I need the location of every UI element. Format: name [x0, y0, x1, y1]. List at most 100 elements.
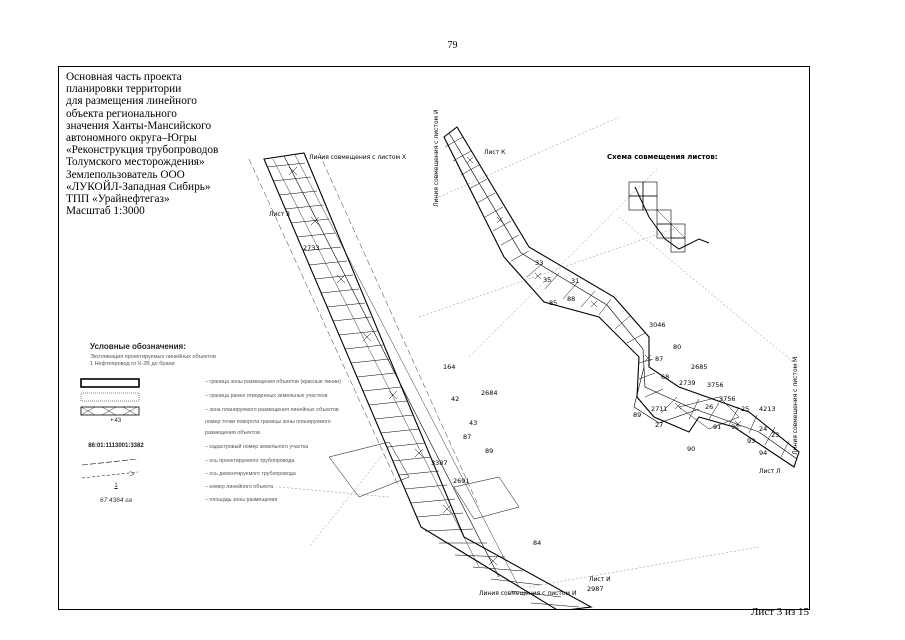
legend-explication: Экспликация проектируемых линейных объек… [90, 354, 216, 368]
title-line: для размещения линейного [66, 95, 197, 108]
match-line-m-label: Линия совмещения с листом М [792, 357, 799, 455]
dismantled-axis-symbol [81, 470, 139, 479]
plan-number: 3046 [649, 321, 666, 329]
sheet-3-label: Лист 3 [269, 211, 290, 218]
main-corridor-hatching [266, 162, 580, 608]
plan-number: 89 [485, 447, 493, 455]
plan-number: 35 [543, 276, 551, 284]
title-line: ТПП «Урайнефтегаз» [66, 193, 170, 206]
plan-number: 33 [535, 259, 543, 267]
match-line-x-label: Линия совмещения с листом Х [309, 154, 406, 161]
plan-number: 27 [655, 421, 663, 429]
plan-number: 89 [633, 411, 641, 419]
legend-heading: Условные обозначения: [90, 342, 186, 351]
legend-item-red-lines: – граница зоны размещения объектов (крас… [60, 378, 380, 388]
plan-number: 94 [759, 449, 767, 457]
legend-item-text: размещения объектов [205, 430, 260, 436]
title-line: Толумского месторождения» [66, 156, 205, 169]
legend-item-text: – граница ранее отведенных земельных уча… [205, 393, 328, 399]
plan-number: 31 [571, 277, 579, 285]
match-line-i-top-label: Линия совмещения с листом И [433, 110, 440, 207]
plan-number: 87 [463, 433, 471, 441]
legend-item-text: – номер линейного объекта [205, 484, 274, 490]
title-line: объекта регионального [66, 107, 177, 120]
legend-item-object-number: 1 – номер линейного объекта [60, 483, 380, 493]
plan-number: 164 [443, 363, 455, 371]
plan-number: 42 [451, 395, 459, 403]
plan-number: 3756 [707, 381, 724, 389]
plan-number: 87 [655, 355, 663, 363]
guide-lines [278, 116, 800, 588]
upper-corridor-hatching [444, 136, 790, 458]
turn-point-symbol: • 43 [110, 418, 122, 424]
title-line: планировки территории [66, 83, 182, 96]
legend-explication-line: 1 Нефтепровод от К-2В до брани [90, 361, 175, 367]
legend-item-text: – ось демонтируемого трубопровода [205, 471, 296, 477]
hatched-zone-symbol [80, 406, 140, 416]
plan-number: 92 [731, 423, 739, 431]
plan-number: 91 [713, 423, 721, 431]
upper-corridor [443, 126, 800, 468]
thick-border-symbol [80, 378, 140, 388]
plan-number: 90 [687, 445, 695, 453]
object-number-sample: 1 [114, 483, 118, 489]
legend-item-turn-point: • 43 номер точки поворота границы зоны п… [60, 418, 380, 428]
plan-number: 2733 [303, 244, 320, 252]
plan-number: 2684 [481, 389, 498, 397]
plan-number: 88 [567, 295, 575, 303]
sheet-counter: Лист 3 из 15 [750, 606, 809, 618]
plan-number: 2987 [587, 585, 604, 593]
plan-number: 3387 [431, 459, 448, 467]
plan-number: 2685 [691, 363, 708, 371]
matching-scheme [628, 181, 710, 253]
plan-number: 23 [771, 431, 779, 439]
scale-label: Масштаб 1:3000 [66, 205, 145, 218]
title-line: Землепользователь ООО [66, 168, 185, 181]
plan-number: 43 [469, 419, 477, 427]
plan-number: 84 [533, 539, 541, 547]
legend-explication-line: Экспликация проектируемых линейных объек… [90, 354, 216, 360]
sheet-frame: Линия совмещения с листом Х Линия совмещ… [58, 66, 810, 610]
projected-axis-symbol [81, 458, 139, 466]
legend-item-text: номер точки поворота границы зоны планир… [205, 419, 331, 425]
plan-number: 26 [705, 403, 713, 411]
title-line: «Реконструкция трубопроводов [66, 144, 219, 157]
thin-border-symbol [80, 392, 140, 402]
legend-item-text: – площадь зоны размещения [205, 497, 278, 503]
legend-item-dismantled-axis: – ось демонтируемого трубопровода [60, 470, 380, 480]
legend-item-area: 67 4364 га – площадь зоны размещения [60, 496, 380, 506]
plan-number: 85 [549, 299, 557, 307]
title-line: «ЛУКОЙЛ-Западная Сибирь» [66, 180, 211, 193]
legend-item-projected-axis: – ось проектируемого трубопровода [60, 457, 380, 467]
upper-corridor-crosses [466, 156, 742, 428]
plan-number: 3756 [719, 395, 736, 403]
main-corridor-crosses [288, 166, 498, 566]
area-sample: 67 4364 га [99, 497, 133, 504]
sheet-l-label: Лист Л [759, 468, 781, 475]
legend-item-text: – зона планируемого размещения линейных … [205, 407, 339, 413]
legend-item-cadastral: 86:01:1113001:3382 – кадастровый номер з… [60, 443, 380, 453]
page-number: 79 [447, 40, 458, 51]
plan-number: 80 [673, 343, 681, 351]
plan-number: 25 [741, 405, 749, 413]
plan-drawing: Линия совмещения с листом Х Линия совмещ… [248, 110, 800, 609]
sheet-i-label: Лист И [589, 576, 611, 583]
plan-number: 2691 [453, 477, 470, 485]
title-line: Основная часть проекта [66, 71, 182, 83]
legend-item-turn-point-cont: размещения объектов [60, 429, 380, 439]
title-line: значения Ханты-Мансийского [66, 119, 212, 132]
match-line-i-bottom-label: Линия совмещения с листом И [479, 590, 576, 597]
legend-item-text: – ось проектируемого трубопровода [205, 458, 295, 464]
sheet-k-label: Лист К [484, 149, 506, 156]
plan-number: 2739 [679, 379, 696, 387]
plan-number: 68 [661, 373, 669, 381]
legend-item-text: – кадастровый номер земельного участка [205, 444, 309, 450]
cadastral-number-sample: 86:01:1113001:3382 [88, 443, 144, 449]
title-block: Основная часть проекта планировки террит… [66, 71, 296, 217]
plan-number: 2711 [651, 405, 668, 413]
title-line: автономного округа–Югры [66, 132, 197, 145]
plot-outlines [328, 396, 740, 520]
legend-item-text: – граница зоны размещения объектов (крас… [205, 379, 341, 385]
plan-number: 24 [759, 425, 767, 433]
plan-number: 93 [747, 437, 755, 445]
